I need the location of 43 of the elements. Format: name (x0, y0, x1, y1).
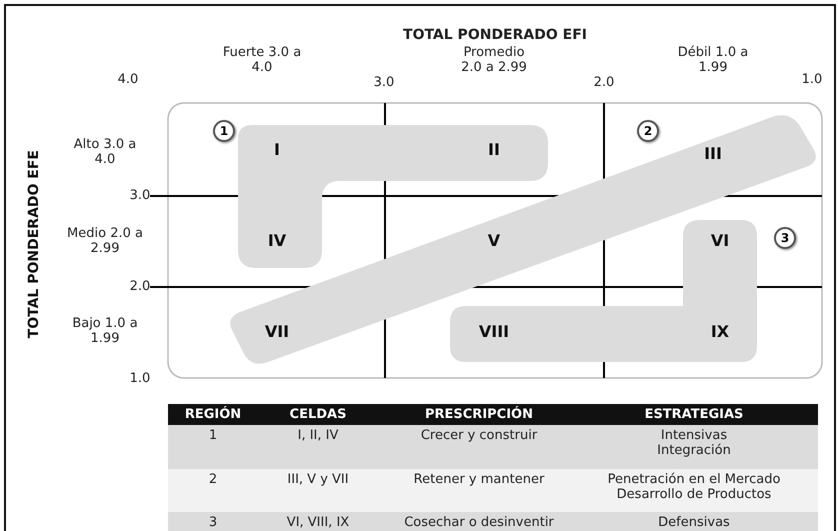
region-shape (450, 220, 757, 362)
table-cell-text: I, II, IV (296, 428, 340, 443)
axis-tick-label: 2.0 (128, 279, 152, 294)
axis-tick-label: 3.0 (128, 188, 152, 203)
table-cell-text: Intensivas Integración (656, 428, 732, 458)
column-heading: Fuerte 3.0 a 4.0 (222, 45, 302, 75)
region-shape (230, 115, 816, 364)
cell-numeral: IX (710, 323, 730, 341)
table-cell-text: Retener y mantener (412, 472, 546, 487)
cell-numeral: IV (266, 232, 288, 250)
table-cell-text: 2 (208, 472, 218, 487)
cell-numeral: VII (264, 323, 290, 341)
table-cell-text: VI, VIII, IX (286, 515, 350, 530)
table-cell-text: Defensivas (657, 515, 731, 530)
table-header: PRESCRIPCIÓN (424, 407, 534, 422)
table-cell-text: Penetración en el Mercado Desarrollo de Productos (606, 472, 782, 502)
row-heading: Bajo 1.0 a 1.99 (71, 316, 139, 346)
table-header: ESTRATEGIAS (644, 407, 744, 422)
cell-numeral: I (273, 141, 281, 159)
cell-numeral: III (703, 145, 723, 163)
cell-numeral: V (486, 232, 502, 250)
axis-tick-label: 4.0 (116, 72, 140, 87)
column-heading: Débil 1.0 a 1.99 (676, 45, 750, 75)
table-header: REGIÓN (184, 407, 242, 422)
axis-tick-label: 1.0 (800, 72, 824, 87)
column-heading: Promedio 2.0 a 2.99 (460, 45, 528, 75)
row-heading: Medio 2.0 a 2.99 (66, 226, 144, 256)
axis-tick-label: 2.0 (592, 75, 616, 90)
region-shape (238, 125, 548, 268)
table-header: CELDAS (288, 407, 348, 422)
table-cell-text: Crecer y construir (420, 428, 538, 443)
table-cell-text: III, V y VII (286, 472, 350, 487)
axis-title: TOTAL PONDERADO EFI (402, 28, 588, 43)
cell-numeral: II (487, 141, 501, 159)
table-cell-text: Cosechar o desinventir (403, 515, 555, 530)
axis-tick-label: 3.0 (372, 75, 396, 90)
cell-numeral: VIII (478, 323, 510, 341)
table-cell-text: 3 (208, 515, 218, 530)
table-cell-text: 1 (208, 428, 218, 443)
row-heading: Alto 3.0 a 4.0 (72, 137, 138, 167)
cell-numeral: VI (710, 232, 730, 250)
axis-title: TOTAL PONDERADO EFE (26, 150, 42, 338)
axis-tick-label: 1.0 (128, 371, 152, 386)
